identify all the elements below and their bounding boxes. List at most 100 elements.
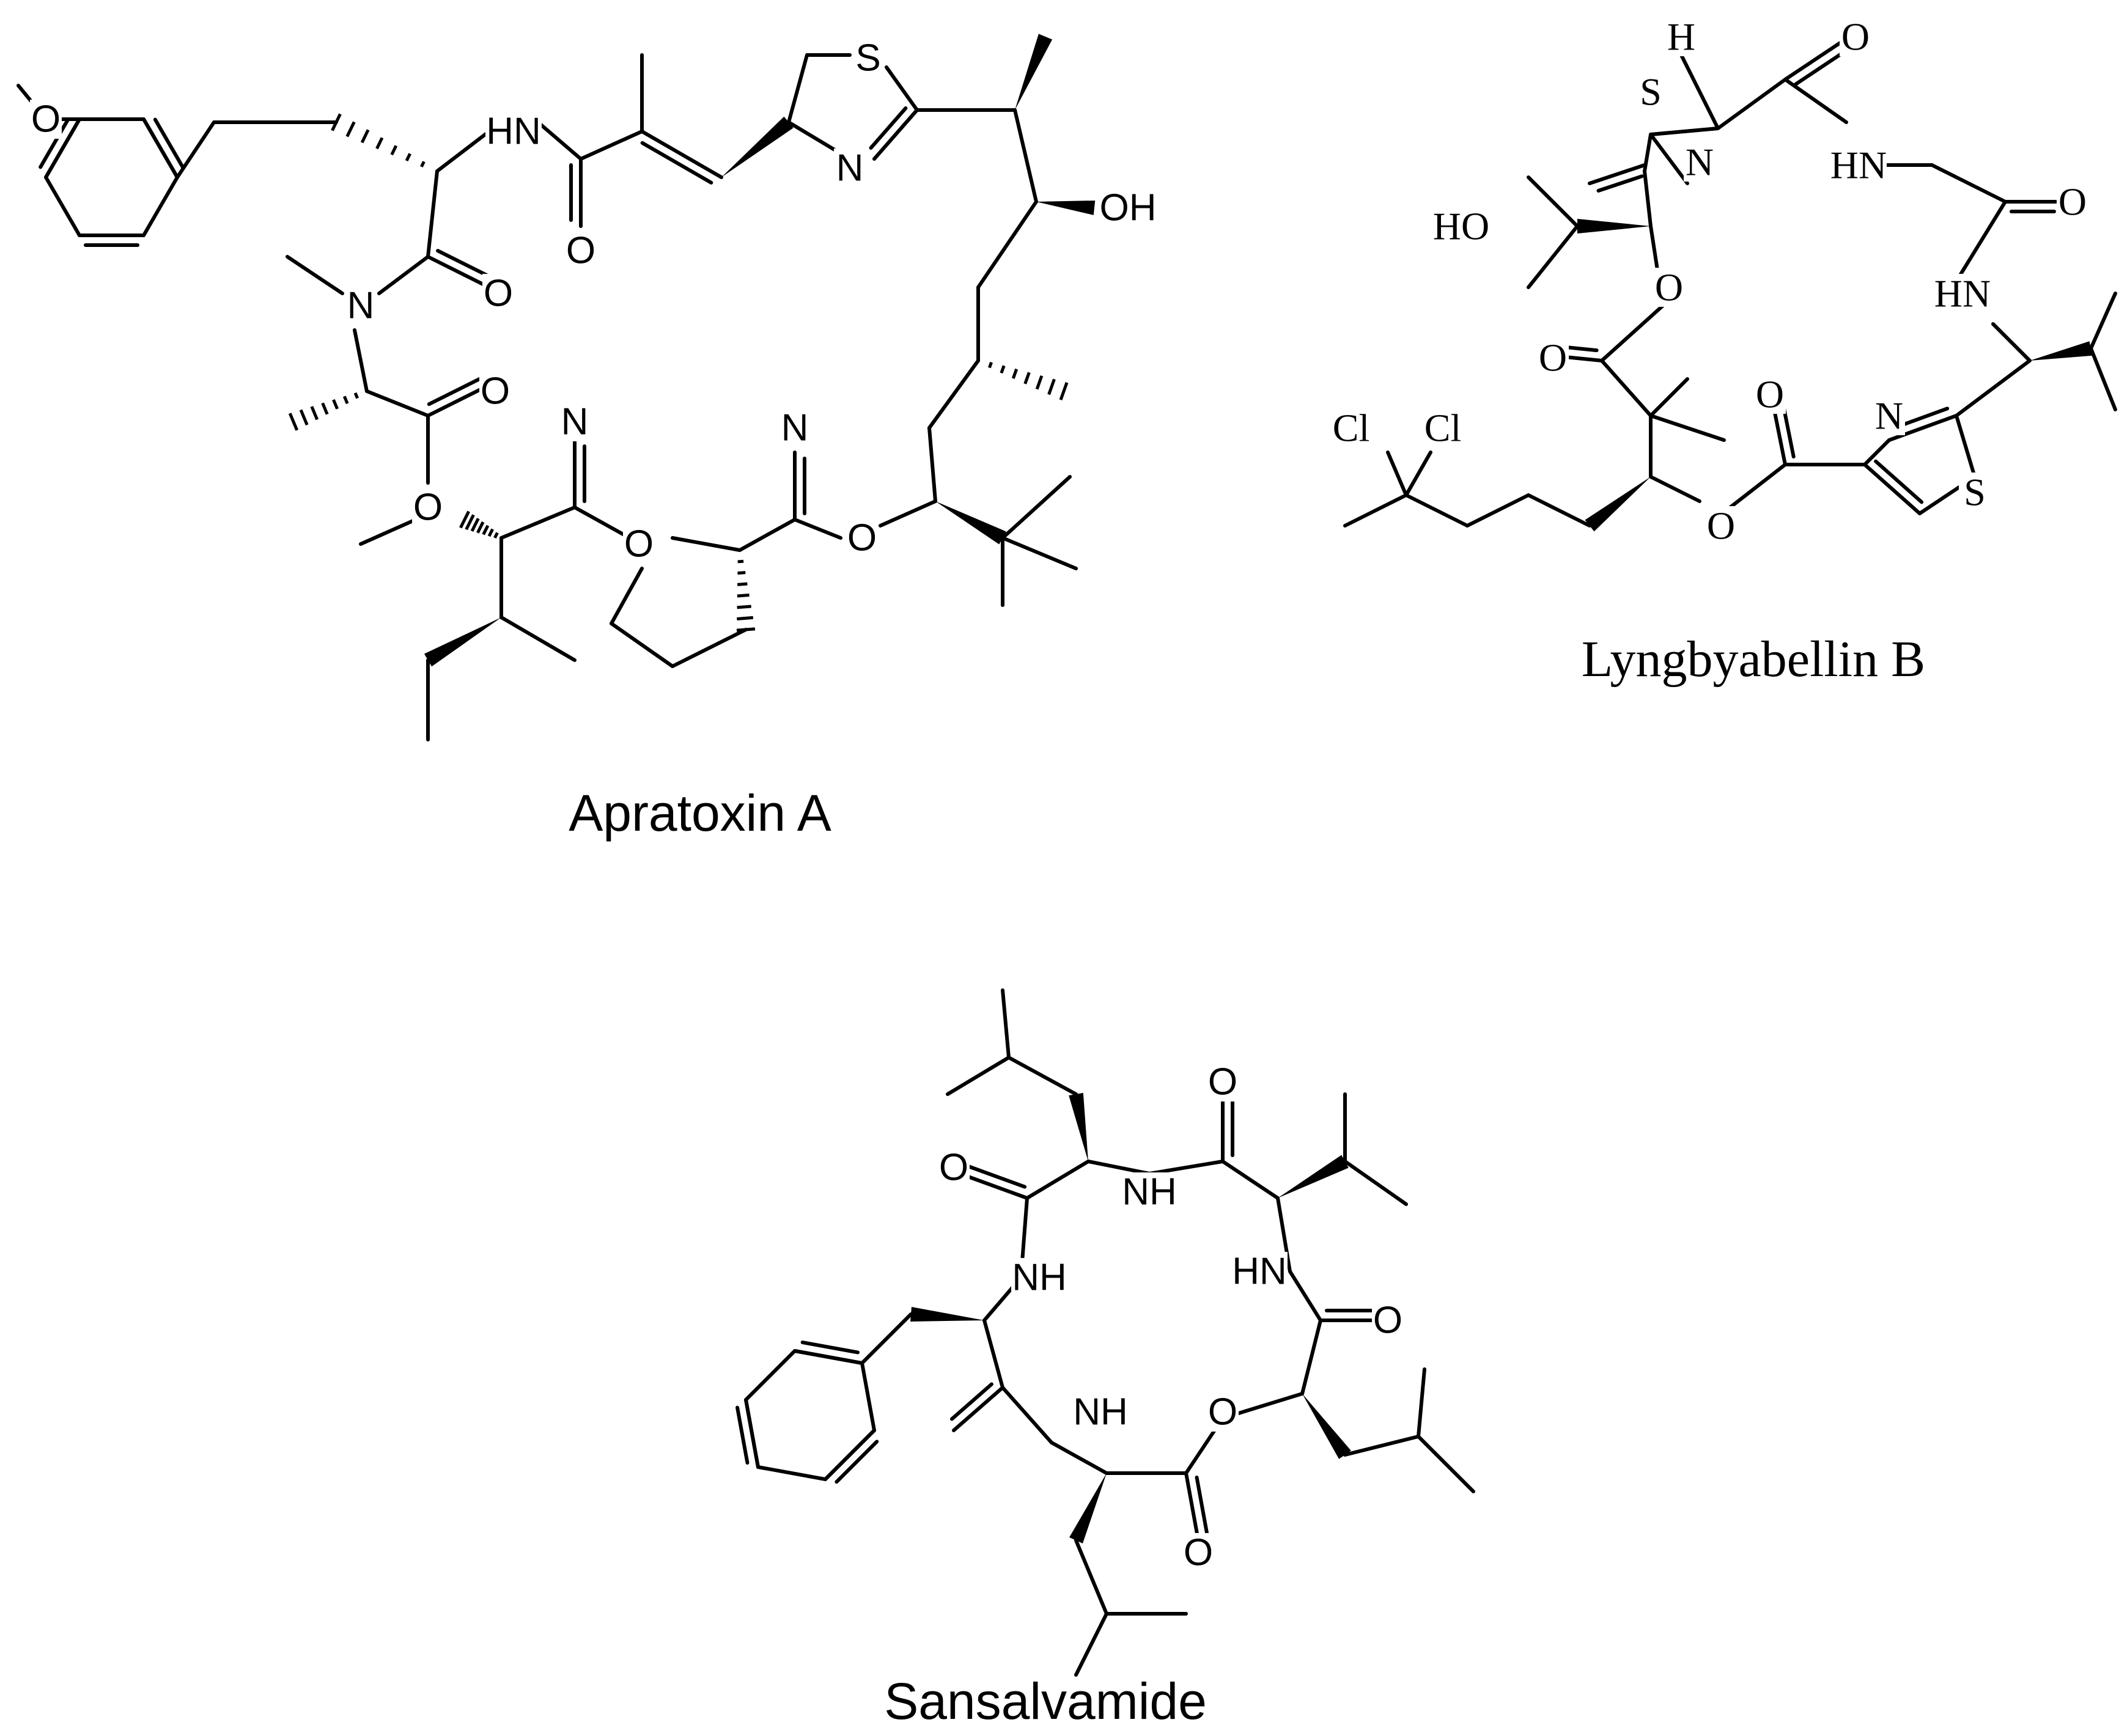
sansalvamide-caption: Sansalvamide <box>884 1672 1207 1730</box>
bond <box>946 1056 1011 1096</box>
apratoxin-a-caption: Apratoxin A <box>569 784 831 842</box>
carbonyl-oxygen-text: O <box>1373 1300 1402 1342</box>
chlorine-atom: Cl <box>1415 406 1471 450</box>
double-bond <box>153 117 185 169</box>
hydroxyl-ho-text: HO <box>1433 205 1489 248</box>
double-bond <box>835 1440 879 1484</box>
wedge-bond <box>935 501 1006 545</box>
double-bond <box>793 1349 864 1365</box>
double-bond <box>1863 463 1922 515</box>
n-methyl-nitrogen-text: O <box>413 487 443 529</box>
amide-nh: HN <box>1231 1251 1288 1293</box>
bond <box>976 200 1038 289</box>
ring-bond <box>982 1319 1004 1389</box>
bond <box>1679 53 1720 130</box>
ester-carbonyl-oxygen-text: N <box>781 407 809 449</box>
carbonyl-oxygen-text: O <box>2058 180 2087 224</box>
ester-oxygen-text: O <box>1655 266 1683 309</box>
bond <box>1386 451 1408 497</box>
wedge-bond <box>1069 1473 1107 1543</box>
carbonyl-oxygen-text: O <box>939 1147 968 1189</box>
bond <box>353 328 369 393</box>
carbonyl-oxygen: O <box>1207 1061 1239 1103</box>
ester-oxygen: O <box>1207 1391 1239 1433</box>
carbonyl-oxygen-text: O <box>481 370 510 413</box>
carbonyl-oxygen-text: O <box>484 273 513 315</box>
ring-bond <box>44 175 81 237</box>
ester-oxygen-text: O <box>1707 504 1735 548</box>
carbonyl-oxygen-text: O <box>1841 15 1870 59</box>
double-bond <box>426 255 491 289</box>
ester-oxygen: O <box>1705 504 1737 548</box>
amide-nh: HN <box>1830 144 1887 187</box>
carbonyl-oxygen-text: O <box>566 230 595 272</box>
ester-oxygen: O <box>846 517 878 559</box>
bond <box>435 130 491 173</box>
bond <box>1863 438 1891 466</box>
bond <box>1465 493 1530 528</box>
thiazoline-sulfur: S <box>1635 70 1667 114</box>
bond <box>536 120 583 161</box>
carbonyl-oxygen-text: O <box>1756 373 1784 416</box>
bond <box>1649 133 1689 185</box>
thiazoline-nitrogen-text: N <box>1686 141 1714 184</box>
wedge-bond <box>1036 200 1096 215</box>
ring-bond <box>1025 1160 1090 1200</box>
bond <box>1404 493 1469 528</box>
amide-nh-text: NH <box>1073 1391 1128 1433</box>
ester-carbonyl-oxygen: N <box>779 407 811 449</box>
bond <box>573 506 632 540</box>
double-bond <box>1783 41 1842 81</box>
bond <box>1417 1435 1475 1493</box>
double-bond <box>1782 405 1796 459</box>
hydroxyl-oh-text: OH <box>1100 187 1157 229</box>
bond <box>1643 133 1653 173</box>
bond <box>1643 169 1653 228</box>
bond <box>860 1312 913 1365</box>
double-bond <box>824 1429 876 1481</box>
bond <box>1074 1612 1108 1677</box>
wedge-bond <box>1302 1394 1351 1459</box>
hash-bond <box>988 361 1069 400</box>
ring-bond <box>1221 1160 1280 1200</box>
thiazoline-nitrogen: N <box>1684 141 1715 184</box>
bond <box>1001 475 1072 540</box>
double-bond <box>142 117 179 179</box>
carbonyl-oxygen: O <box>1182 1532 1214 1574</box>
proline-nitrogen-text: O <box>624 523 654 565</box>
ring-bond <box>744 1349 797 1402</box>
methoxy-oxygen: O <box>30 98 62 141</box>
bond <box>1013 108 1038 204</box>
n-methyl-nitrogen: N <box>345 285 377 327</box>
double-bond <box>1874 459 1924 504</box>
ring-bond <box>860 1361 876 1432</box>
hydroxyl-ho: HO <box>1433 205 1489 248</box>
n-methyl-nitrogen: O <box>412 487 444 529</box>
double-bond <box>1887 414 1958 442</box>
hash-bond <box>288 392 359 431</box>
bond <box>927 426 937 503</box>
ring-bond <box>1288 1270 1322 1322</box>
bond <box>359 518 418 546</box>
carbonyl-oxygen: O <box>565 230 597 272</box>
bond <box>1955 200 2007 283</box>
bond <box>1007 1056 1078 1096</box>
bond <box>1955 414 1977 479</box>
wedge-bond <box>2030 341 2093 361</box>
thiazoline-sulfur: S <box>852 37 884 79</box>
carbonyl-oxygen: O <box>1754 373 1786 416</box>
double-bond <box>39 117 70 169</box>
wedge-bond <box>1069 1092 1088 1161</box>
bond <box>1783 78 1848 124</box>
proline-nitrogen: O <box>623 523 655 565</box>
hydroxyl-oh: OH <box>1100 187 1157 229</box>
hash-bond <box>736 559 756 632</box>
double-bond <box>869 106 908 150</box>
bond <box>1074 1539 1108 1616</box>
double-bond <box>949 1382 993 1421</box>
chlorine-atom-text: Cl <box>1333 406 1369 450</box>
bond <box>610 567 644 625</box>
double-bond <box>1195 1475 1209 1535</box>
